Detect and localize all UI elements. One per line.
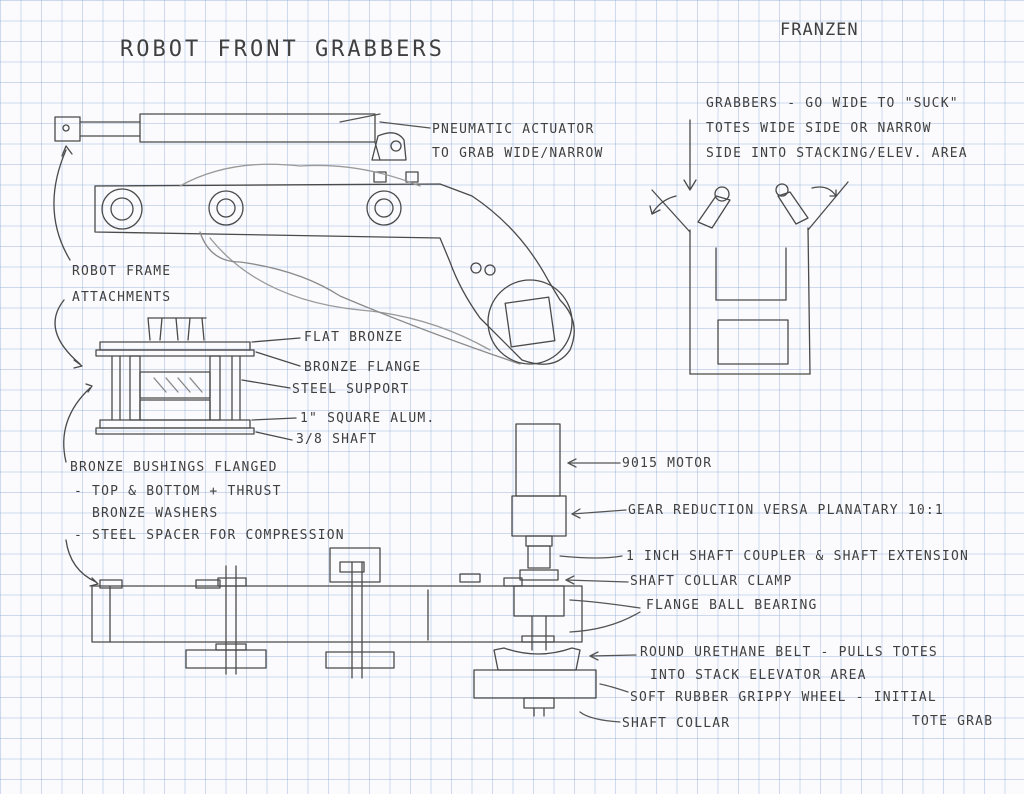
label-bushings-1: Bronze Bushings Flanged bbox=[70, 460, 278, 475]
grabbers-top-view bbox=[649, 119, 849, 375]
label-steel-support: Steel Support bbox=[292, 382, 410, 397]
label-flat-bronze: Flat Bronze bbox=[304, 330, 404, 345]
label-bushings-2: - Top & Bottom + Thrust bbox=[74, 484, 282, 499]
leader-lines bbox=[339, 113, 641, 723]
label-grabbers-1: Grabbers - Go Wide to "Suck" bbox=[706, 96, 959, 111]
label-pneumatic-actuator: Pneumatic Actuator bbox=[432, 122, 595, 137]
label-bushings-4: - Steel Spacer for Compression bbox=[74, 528, 345, 543]
sketch-title: Robot Front Grabbers bbox=[120, 37, 445, 62]
label-shaft-collar: Shaft Collar bbox=[622, 716, 731, 731]
label-frame-attach-2: Attachments bbox=[72, 290, 172, 305]
label-gear-reduction: Gear Reduction Versa Planatary 10:1 bbox=[628, 503, 944, 518]
bushing-stack-section bbox=[95, 317, 301, 441]
label-bushings-3: Bronze Washers bbox=[92, 506, 219, 521]
label-shaft: 3/8 Shaft bbox=[296, 432, 378, 447]
author-signature: Franzen bbox=[780, 20, 859, 40]
grabber-arm-top-view bbox=[94, 163, 575, 365]
label-ball-bearing: Flange Ball Bearing bbox=[646, 598, 818, 613]
label-frame-attach-1: Robot Frame bbox=[72, 264, 172, 279]
label-grabbers-3: Side into Stacking/Elev. Area bbox=[706, 146, 968, 161]
bushings-arrow bbox=[63, 387, 91, 463]
label-wheel-1: Soft Rubber Grippy Wheel - Initial bbox=[630, 690, 937, 705]
frame-attach-arrow-2 bbox=[54, 299, 81, 365]
label-belt-1: Round Urethane Belt - Pulls Totes bbox=[640, 645, 938, 660]
label-motor: 9015 Motor bbox=[622, 456, 713, 471]
label-coupler: 1 Inch Shaft Coupler & Shaft Extension bbox=[626, 549, 970, 564]
label-grabbers-2: Totes Wide Side or Narrow bbox=[706, 121, 932, 136]
label-pneumatic-actuator-2: to Grab Wide/Narrow bbox=[432, 146, 604, 161]
label-bronze-flange: Bronze Flange bbox=[304, 360, 422, 375]
label-wheel-2: Tote Grab bbox=[912, 714, 994, 729]
pneumatic-actuator-drawing bbox=[54, 113, 419, 183]
label-collar-clamp: Shaft Collar Clamp bbox=[630, 574, 793, 589]
grabber-side-view bbox=[91, 547, 583, 679]
frame-attach-arrow-1 bbox=[53, 149, 71, 261]
label-square-alum: 1" Square Alum. bbox=[300, 411, 436, 426]
label-belt-2: into Stack Elevator Area bbox=[650, 668, 867, 683]
motor-stack bbox=[473, 423, 597, 717]
